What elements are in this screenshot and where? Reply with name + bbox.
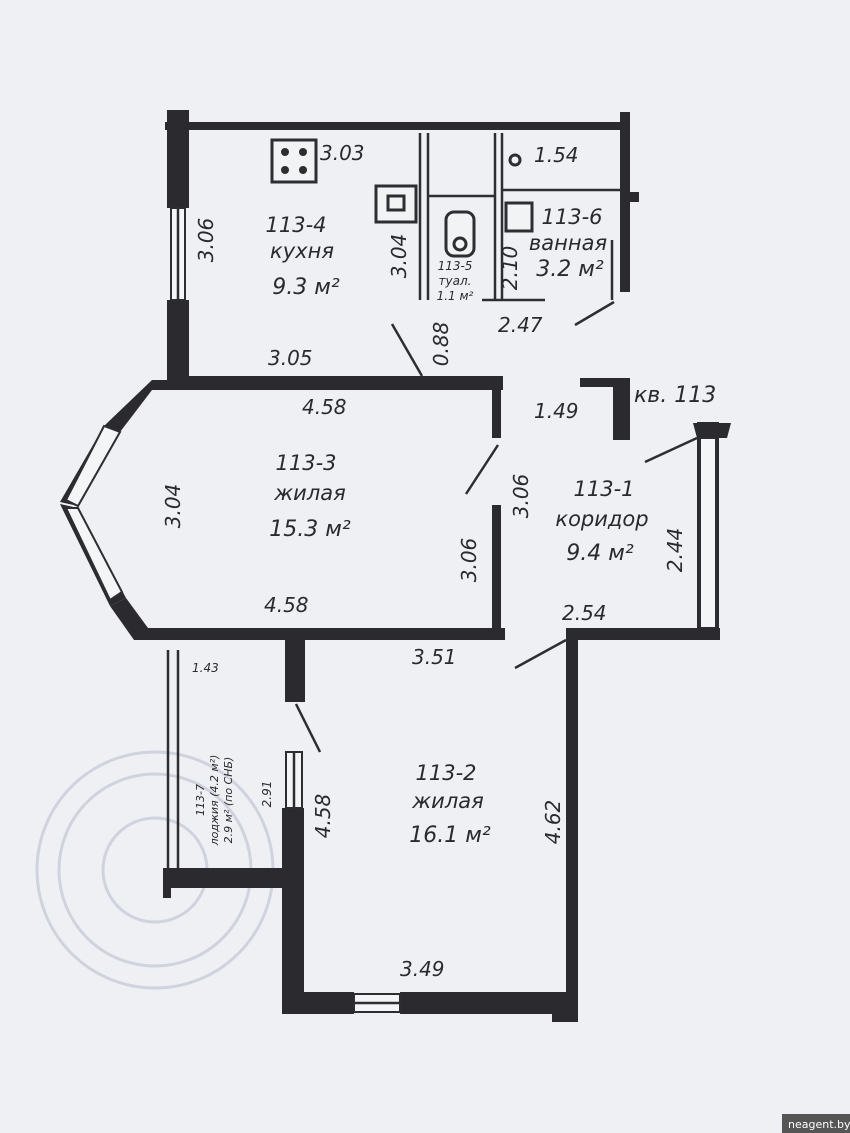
dimension-label: 2.54 (562, 601, 607, 625)
dimension-label: 0.88 (429, 322, 453, 367)
dimension-label: 3.04 (387, 234, 411, 279)
watermark-background (782, 1114, 850, 1133)
dimension-label: 2.47 (498, 313, 543, 337)
sink-icon (374, 184, 418, 224)
room-name-label: жилая (411, 789, 484, 813)
room-id-label: 113-4 (265, 213, 326, 237)
room-name-label: туал. (439, 274, 472, 288)
room-kitchen: 113-4 кухня 9.3 м² (265, 213, 339, 300)
room-id-label: 113-2 (415, 761, 476, 785)
partitions (166, 133, 620, 868)
dimension-label: 4.62 (541, 800, 565, 845)
room-corridor: 113-1 коридор 9.4 м² (555, 477, 648, 566)
dimension-label: 3.06 (194, 218, 218, 263)
dimension-label: 3.06 (509, 474, 533, 519)
room-id-label: 113-6 (541, 205, 602, 229)
dimension-label: 3.51 (412, 645, 457, 669)
washbasin-icon (508, 153, 522, 167)
dimension-label: 2.10 (498, 246, 522, 291)
dimension-label: 1.54 (534, 143, 579, 167)
room-name-label: ванная (529, 231, 607, 255)
room-area-label: 16.1 м² (409, 823, 491, 848)
dimension-label: 2.44 (663, 528, 687, 573)
room-living-1: 113-3 жилая 15.3 м² (269, 451, 351, 542)
room-bathroom: 113-6 ванная 3.2 м² (529, 205, 607, 282)
room-area-label: 1.1 м² (437, 289, 474, 303)
dimension-label: 3.03 (320, 141, 365, 165)
room-area-label: 9.4 м² (566, 541, 634, 566)
dimension-label: 4.58 (264, 593, 309, 617)
room-area-label: 15.3 м² (269, 517, 351, 542)
room-living-2: 113-2 жилая 16.1 м² (409, 761, 491, 848)
room-name-label: лоджия (4.2 м²) (208, 755, 221, 847)
stove-icon (270, 138, 318, 184)
room-area-label: 3.2 м² (536, 257, 604, 282)
room-name-label: коридор (555, 507, 648, 531)
dimension-label: 4.58 (311, 794, 335, 839)
dimension-label: 3.05 (268, 346, 313, 370)
watermark-text: neagent.by (788, 1118, 850, 1131)
room-id-label: 113-3 (275, 451, 336, 475)
dimension-label: 3.04 (161, 484, 185, 529)
dimension-label: 4.58 (302, 395, 347, 419)
room-name-label: жилая (273, 481, 346, 505)
room-loggia: 113-7 лоджия (4.2 м²) 2.9 м² (по СНБ) (194, 755, 235, 847)
dimension-label: 3.49 (400, 957, 445, 981)
dimension-label: 1.43 (192, 661, 219, 675)
room-id-label: 113-5 (438, 259, 473, 273)
dimension-label: 1.49 (534, 399, 579, 423)
windows (64, 207, 717, 1013)
door-swings (294, 300, 698, 753)
room-area-label: 2.9 м² (по СНБ) (222, 757, 235, 844)
dimension-labels: 3.03 3.06 3.04 3.05 1.54 2.10 2.47 0.88 … (161, 141, 687, 981)
room-id-label: 113-7 (194, 784, 207, 816)
room-id-label: 113-1 (573, 477, 634, 501)
room-toilet: 113-5 туал. 1.1 м² (437, 259, 474, 303)
dimension-label: 3.06 (457, 538, 481, 583)
bathtub-icon (504, 201, 534, 233)
room-area-label: 9.3 м² (272, 275, 340, 300)
dimension-label: 2.91 (260, 781, 274, 808)
apartment-label: кв. 113 (634, 383, 716, 408)
room-name-label: кухня (270, 239, 334, 263)
toilet-icon (444, 210, 476, 258)
